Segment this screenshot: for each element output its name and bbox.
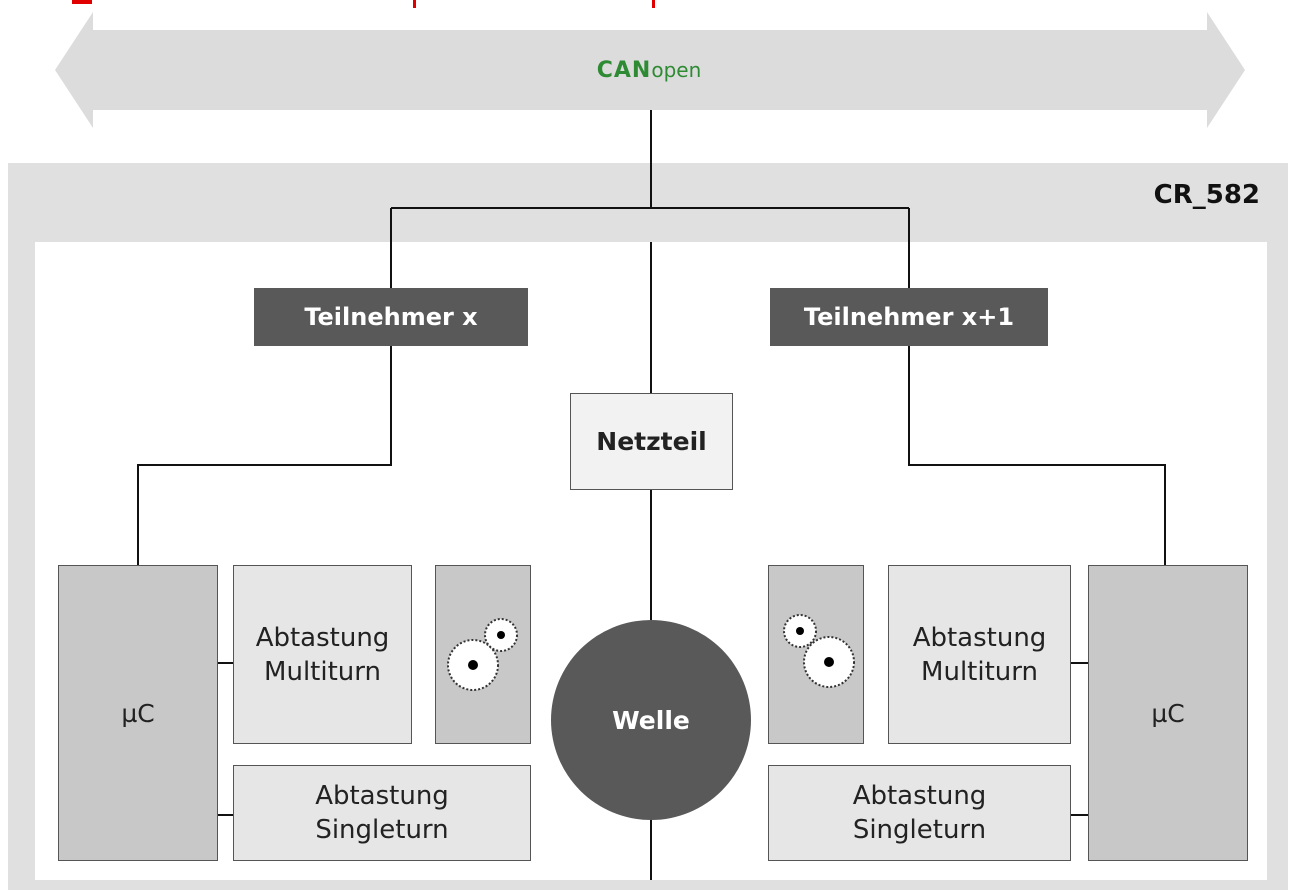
shaft-circle: Welle	[551, 620, 751, 820]
right-singleturn-line2: Singleturn	[852, 815, 987, 845]
left-multiturn-line1: Abtastung	[255, 622, 390, 653]
gear-pair-icon	[783, 614, 855, 688]
red-mark-left	[72, 0, 92, 4]
node-right-box: Teilnehmer x+1	[770, 288, 1048, 346]
left-multiturn-box: Abtastung Multiturn	[233, 565, 412, 744]
can-bus-label: CANopen	[0, 55, 1298, 86]
node-left-box: Teilnehmer x	[254, 288, 528, 346]
gear-pair-icon	[447, 618, 518, 691]
left-singleturn-line2: Singleturn	[315, 815, 449, 845]
left-singleturn-box: Abtastung Singleturn	[233, 765, 531, 861]
can-label-rest: open	[651, 58, 702, 82]
right-gear-box	[768, 565, 864, 744]
can-label-bold: CAN	[596, 58, 652, 83]
left-multiturn-line2: Multiturn	[264, 656, 381, 687]
power-supply-box: Netzteil	[570, 393, 733, 490]
right-uc-box: µC	[1088, 565, 1248, 861]
left-gear-box	[435, 565, 531, 744]
left-uc-line	[137, 346, 392, 565]
right-singleturn-line1: Abtastung	[852, 781, 987, 811]
right-multiturn-line2: Multiturn	[921, 656, 1038, 687]
left-uc-box: µC	[58, 565, 218, 861]
right-multiturn-line1: Abtastung	[912, 622, 1047, 653]
right-uc-line	[908, 346, 1166, 565]
left-singleturn-line1: Abtastung	[315, 781, 449, 811]
red-mark-right	[652, 0, 655, 8]
can-bus-arrow	[55, 12, 1245, 128]
device-label: CR_582	[1153, 180, 1260, 210]
right-singleturn-box: Abtastung Singleturn	[768, 765, 1071, 861]
red-mark-mid	[413, 0, 416, 8]
right-multiturn-box: Abtastung Multiturn	[888, 565, 1071, 744]
